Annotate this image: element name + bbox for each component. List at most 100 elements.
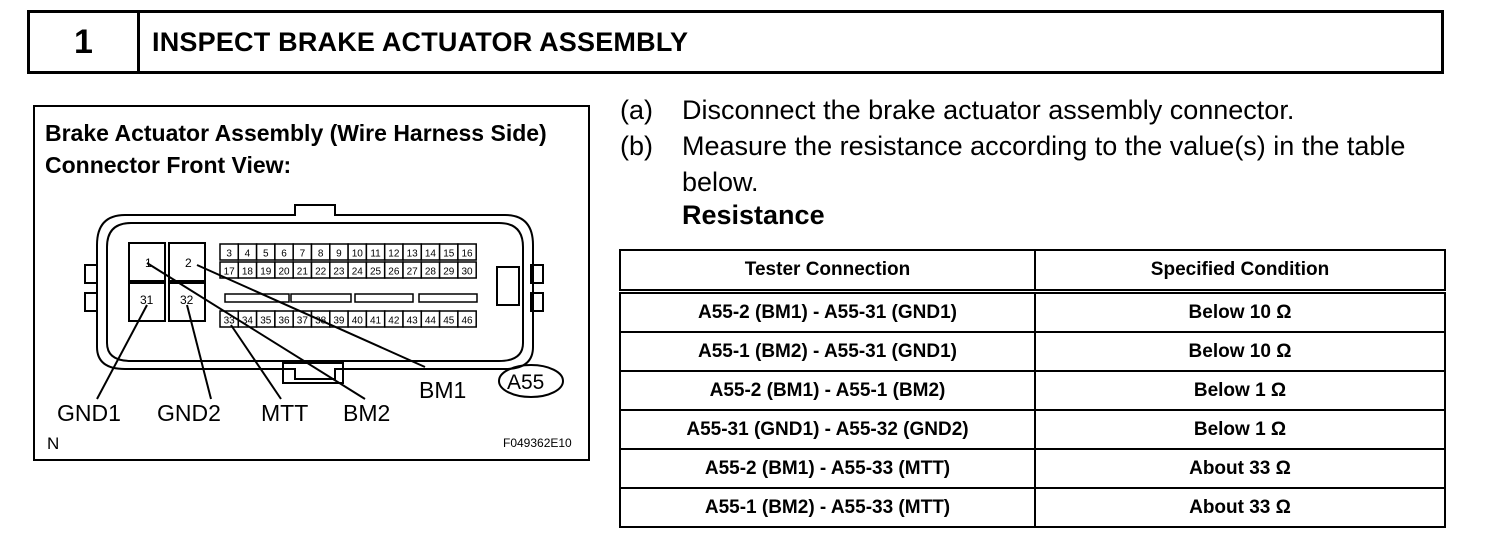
pin-number: 5: [263, 249, 269, 260]
tester-connection-cell: A55-1 (BM2) - A55-31 (GND1): [619, 331, 1036, 372]
step-b-letter: (b): [620, 131, 653, 161]
bm2-leader: [146, 262, 366, 400]
table-row: A55-31 (GND1) - A55-32 (GND2) Below 1 Ω: [619, 409, 1446, 450]
pin-row-second: 17 18 19 20 21 22 23 24 25 26 27 28 29 30: [219, 261, 477, 279]
tester-connection-cell: A55-31 (GND1) - A55-32 (GND2): [619, 409, 1036, 450]
specified-condition-cell: Below 10 Ω: [1034, 331, 1446, 372]
tester-connection-cell: A55-1 (BM2) - A55-33 (MTT): [619, 487, 1036, 528]
pin-number: 37: [297, 316, 309, 327]
pin-32-label: 32: [180, 293, 194, 307]
step-b-text: Measure the resistance according to the …: [682, 131, 1406, 197]
table-row: A55-1 (BM2) - A55-31 (GND1) Below 10 Ω: [619, 331, 1446, 372]
step-number: 1: [30, 13, 140, 71]
pin-number: 10: [352, 249, 364, 260]
header-specified-condition: Specified Condition: [1034, 249, 1446, 294]
pin-row-bottom: 3334353637383940414243444546: [219, 310, 477, 328]
pin-number: 15: [443, 249, 455, 260]
table-row: A55-2 (BM1) - A55-31 (GND1) Below 10 Ω: [619, 290, 1446, 333]
pin-number: 43: [407, 316, 419, 327]
resistance-heading: Resistance: [682, 200, 825, 230]
pin-number: 19: [260, 267, 272, 278]
pin-number: 46: [461, 316, 473, 327]
step-title: INSPECT BRAKE ACTUATOR ASSEMBLY: [152, 26, 689, 57]
pin-number: 33: [224, 316, 236, 327]
gnd1-label: GND1: [57, 400, 121, 426]
connector-id-badge: [498, 364, 564, 398]
pin-number: 25: [370, 267, 382, 278]
pin-number: 39: [333, 316, 345, 327]
pin-number: 6: [281, 249, 287, 260]
step-a-letter: (a): [620, 95, 653, 125]
table-row: A55-2 (BM1) - A55-33 (MTT) About 33 Ω: [619, 448, 1446, 489]
connector-outline: [96, 204, 534, 380]
pin-number: 44: [425, 316, 437, 327]
gnd2-leader: [186, 304, 212, 400]
connector-id-label: A55: [507, 371, 544, 394]
gnd2-label: GND2: [157, 400, 221, 426]
pin-number: 14: [425, 249, 437, 260]
pin-number: 45: [443, 316, 455, 327]
pin-2-label: 2: [185, 256, 192, 270]
pin-number: 27: [407, 267, 419, 278]
pin-number: 4: [245, 249, 251, 260]
pin-number: 28: [425, 267, 437, 278]
mtt-label: MTT: [261, 400, 308, 426]
pin-number: 42: [388, 316, 400, 327]
pin-number: 23: [333, 267, 345, 278]
bm1-leader: [196, 264, 426, 368]
pin-number: 24: [352, 267, 364, 278]
pin-number: 18: [242, 267, 254, 278]
tester-connection-cell: A55-2 (BM1) - A55-33 (MTT): [619, 448, 1036, 489]
step-a-text: Disconnect the brake actuator assembly c…: [682, 95, 1295, 125]
pin-number: 40: [352, 316, 364, 327]
header-tester-connection: Tester Connection: [619, 249, 1036, 294]
figure-caption: Brake Actuator Assembly (Wire Harness Si…: [45, 120, 547, 178]
table-row: A55-1 (BM2) - A55-33 (MTT) About 33 Ω: [619, 487, 1446, 528]
pin-number: 8: [318, 249, 324, 260]
gnd1-leader: [96, 304, 148, 400]
pin-31-label: 31: [140, 293, 154, 307]
table-row: A55-2 (BM1) - A55-1 (BM2) Below 1 Ω: [619, 370, 1446, 411]
pin-number: 30: [461, 267, 473, 278]
pin-number: 7: [300, 249, 306, 260]
step-b: (b) Measure the resistance according to …: [620, 128, 1480, 200]
resistance-table: Tester Connection Specified Condition A5…: [619, 249, 1446, 528]
pin-number: 12: [388, 249, 400, 260]
pin-row-top: 3 4 5 6 7 8 9 10 11 12 13 14 15 16: [219, 243, 477, 261]
pin-cell: [457, 310, 477, 328]
pin-number: 16: [461, 249, 473, 260]
specified-condition-cell: Below 1 Ω: [1034, 370, 1446, 411]
pin-number: 29: [443, 267, 455, 278]
pin-number: 9: [336, 249, 342, 260]
specified-condition-cell: About 33 Ω: [1034, 448, 1446, 489]
table-header-row: Tester Connection Specified Condition: [619, 249, 1446, 294]
pin-number: 36: [278, 316, 290, 327]
pin-number: 3: [226, 249, 232, 260]
figure-code: F049362E10: [503, 436, 572, 450]
connector-figure: Brake Actuator Assembly (Wire Harness Si…: [33, 105, 590, 461]
tester-connection-cell: A55-2 (BM1) - A55-31 (GND1): [619, 290, 1036, 333]
specified-condition-cell: Below 1 Ω: [1034, 409, 1446, 450]
bm2-label: BM2: [343, 400, 390, 426]
mtt-leader: [230, 324, 282, 400]
pin-number: 11: [370, 249, 381, 260]
bm1-label: BM1: [419, 377, 466, 403]
pin-number: 22: [315, 267, 327, 278]
corner-mark: N: [47, 434, 59, 453]
pin-number: 35: [260, 316, 272, 327]
pin-number: 20: [278, 267, 290, 278]
pin-cell: [457, 261, 477, 279]
pin-number: 34: [242, 316, 254, 327]
tester-connection-cell: A55-2 (BM1) - A55-1 (BM2): [619, 370, 1036, 411]
pin-number: 26: [388, 267, 400, 278]
step-header: 1 INSPECT BRAKE ACTUATOR ASSEMBLY: [27, 10, 1444, 74]
procedure-steps: (a) Disconnect the brake actuator assemb…: [620, 92, 1480, 200]
pin-number: 13: [407, 249, 419, 260]
pin-number: 41: [370, 316, 382, 327]
step-a: (a) Disconnect the brake actuator assemb…: [620, 92, 1480, 128]
pin-number: 17: [224, 267, 236, 278]
specified-condition-cell: Below 10 Ω: [1034, 290, 1446, 333]
pin-cell: [457, 243, 477, 261]
pin-number: 21: [297, 267, 309, 278]
